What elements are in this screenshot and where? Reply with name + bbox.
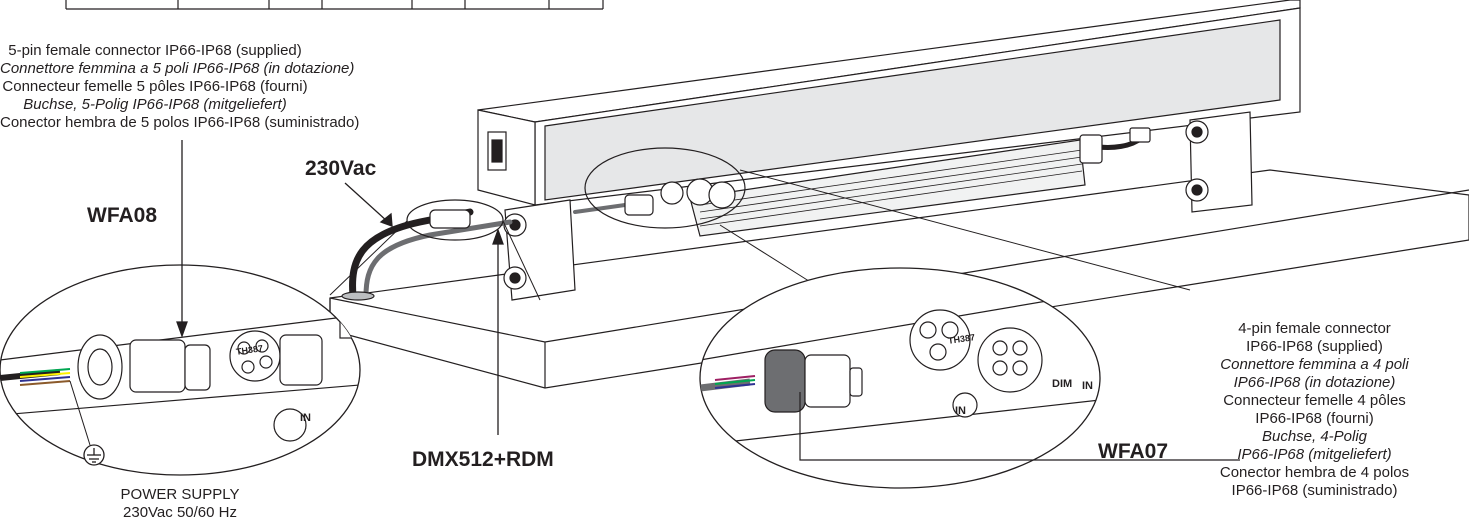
label-dmx512-rdm: DMX512+RDM: [412, 448, 554, 471]
power-supply-line2: 230Vac 50/60 Hz: [123, 504, 237, 521]
connector-5pin-fr: Connecteur femelle 5 pôles IP66-IP68 (fo…: [2, 78, 308, 95]
connector-5pin-it: Connettore femmina a 5 poli IP66-IP68 (i…: [0, 60, 355, 77]
label-wfa07: WFA07: [1098, 440, 1169, 463]
connector-4pin-notes: 4-pin female connector IP66-IP68 (suppli…: [1160, 320, 1469, 500]
connector-5pin-en: 5-pin female connector IP66-IP68 (suppli…: [8, 42, 302, 59]
connector-5pin-es: Conector hembra de 5 polos IP66-IP68 (su…: [0, 114, 360, 131]
top-table-fragment: [65, 0, 604, 10]
zoom-detail-power: [0, 264, 361, 476]
connector-4pin-en1: 4-pin female connector: [1238, 320, 1391, 337]
marking-dim: DIM: [1052, 378, 1073, 390]
connector-4pin-es1: Conector hembra de 4 polos: [1219, 464, 1410, 481]
connector-5pin-de: Buchse, 5-Polig IP66-IP68 (mitgeliefert): [23, 96, 287, 113]
connector-4pin-fr2: IP66-IP68 (fourni): [1255, 410, 1374, 427]
marking-in-right: IN: [1082, 380, 1093, 392]
marking-in-center: IN: [955, 405, 966, 417]
callout-arrows: [176, 140, 504, 435]
connector-4pin-de2: IP66-IP68 (mitgeliefert): [1237, 446, 1392, 463]
zoom-leader-lines: [329, 169, 1191, 301]
power-supply-note: POWER SUPPLY 230Vac 50/60 Hz: [100, 486, 260, 522]
connector-5pin-notes: 5-pin female connector IP66-IP68 (suppli…: [0, 42, 360, 132]
bar-connectors: [406, 127, 1151, 241]
marking-in-left: IN: [300, 412, 311, 424]
ground-icon: [83, 444, 105, 466]
connector-4pin-de1: Buchse, 4-Polig: [1261, 428, 1368, 445]
connector-4pin-it1: Connettore femmina a 4 poli: [1220, 356, 1409, 373]
luminaire-body: [477, 0, 1301, 237]
label-wfa08: WFA08: [87, 204, 158, 227]
label-230vac: 230Vac: [305, 157, 377, 180]
connector-4pin-es2: IP66-IP68 (suministrado): [1231, 482, 1398, 499]
connector-4pin-it2: IP66-IP68 (in dotazione): [1233, 374, 1396, 391]
mounting-brackets: [503, 111, 1253, 301]
connector-4pin-fr1: Connecteur femelle 4 pôles: [1223, 392, 1406, 409]
power-supply-line1: POWER SUPPLY: [120, 486, 240, 503]
connector-4pin-en2: IP66-IP68 (supplied): [1246, 338, 1383, 355]
zoom-detail-dmx: [699, 267, 1240, 489]
